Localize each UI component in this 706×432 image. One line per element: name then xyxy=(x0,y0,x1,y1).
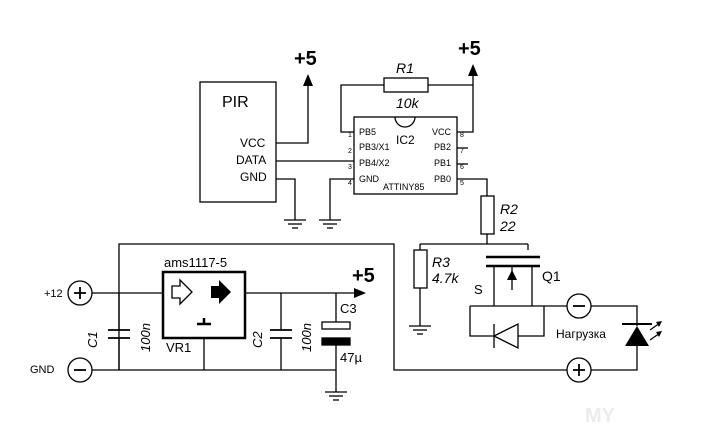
r2-value: 22 xyxy=(499,218,516,234)
c3-capacitor: C3 47µ xyxy=(321,293,362,401)
ic2-ref: IC2 xyxy=(396,133,415,147)
pir-pin-data: DATA xyxy=(236,153,266,167)
ic2-plus5-label: +5 xyxy=(458,38,481,60)
ic2-pin-pb2: PB2 xyxy=(434,142,451,152)
c2-ref: C2 xyxy=(250,331,265,348)
r3-resistor: R3 4.7k xyxy=(409,244,459,335)
ic2-pin-pb5: PB5 xyxy=(359,127,376,137)
pir-pin-vcc: VCC xyxy=(240,136,266,150)
pir-gnd-net xyxy=(276,178,306,229)
gnd-label: GND xyxy=(30,364,55,376)
r2-ref: R2 xyxy=(500,201,518,217)
c3-value: 47µ xyxy=(340,350,362,365)
c2-capacitor: C2 100n xyxy=(250,293,314,370)
load-output: Нагрузка xyxy=(544,293,662,383)
ic2-pin-pb3: PB3/X1 xyxy=(359,142,390,152)
pir-title: PIR xyxy=(222,94,249,111)
q1-mosfet: S Q1 xyxy=(474,264,561,306)
vr1-plus5-label: +5 xyxy=(352,265,375,287)
c3-ref: C3 xyxy=(340,301,357,316)
r2-resistor: R2 22 xyxy=(457,178,518,244)
ic2-pin-pb1: PB1 xyxy=(434,158,451,168)
c1-ref: C1 xyxy=(85,331,100,348)
plus12-label: +12 xyxy=(44,288,63,300)
vr1-part: ams1117-5 xyxy=(164,255,227,270)
flyback-diode xyxy=(469,305,545,350)
ic2-part: ATTINY85 xyxy=(383,182,424,192)
vr1-regulator: ams1117-5 VR1 +5 xyxy=(161,255,375,370)
ic2-pinno-4: 4 xyxy=(348,180,352,187)
ic2-attiny85: IC2 ATTINY85 PB5 PB3/X1 PB4/X2 GND VCC P… xyxy=(348,116,468,195)
ic2-pinno-8: 8 xyxy=(460,132,464,139)
ic2-pinno-6: 6 xyxy=(460,164,464,171)
pir-vcc-net: +5 xyxy=(276,48,317,144)
watermark: MY xyxy=(585,405,616,427)
c1-capacitor: C1 100n xyxy=(85,293,153,370)
ic2-pinno-2: 2 xyxy=(348,148,352,155)
ic2-pin-pb0: PB0 xyxy=(434,174,451,184)
q1-ref: Q1 xyxy=(542,268,561,284)
ic2-pin-vcc: VCC xyxy=(432,127,452,137)
r1-value: 10k xyxy=(396,95,420,111)
input-plus12: +12 xyxy=(44,280,163,306)
ic2-pinno-3: 3 xyxy=(348,164,352,171)
ic2-pinno-5: 5 xyxy=(460,180,464,187)
pir-pin-gnd: GND xyxy=(240,170,267,184)
r3-value: 4.7k xyxy=(432,270,459,286)
ic2-pin-gnd: GND xyxy=(359,174,380,184)
ic2-vcc-net: +5 xyxy=(457,38,481,133)
load-label: Нагрузка xyxy=(556,327,606,341)
supply-rail xyxy=(118,243,567,371)
pir-plus5-label: +5 xyxy=(294,48,317,70)
ic2-gnd-net xyxy=(319,178,354,229)
ic2-pinno-7: 7 xyxy=(460,148,464,155)
ic2-pinno-1: 1 xyxy=(348,132,352,139)
q1-source-label: S xyxy=(474,282,483,297)
pir-module: PIR VCC DATA GND xyxy=(199,81,277,203)
r3-ref: R3 xyxy=(432,254,450,270)
r1-resistor: R1 10k xyxy=(340,60,473,133)
c1-value: 100n xyxy=(138,323,153,352)
vr1-ref: VR1 xyxy=(166,340,191,355)
ic2-pin-pb4: PB4/X2 xyxy=(359,158,390,168)
c2-value: 100n xyxy=(299,323,314,352)
r1-ref: R1 xyxy=(396,60,414,76)
gate-net xyxy=(420,243,540,259)
input-gnd: GND xyxy=(30,357,336,383)
